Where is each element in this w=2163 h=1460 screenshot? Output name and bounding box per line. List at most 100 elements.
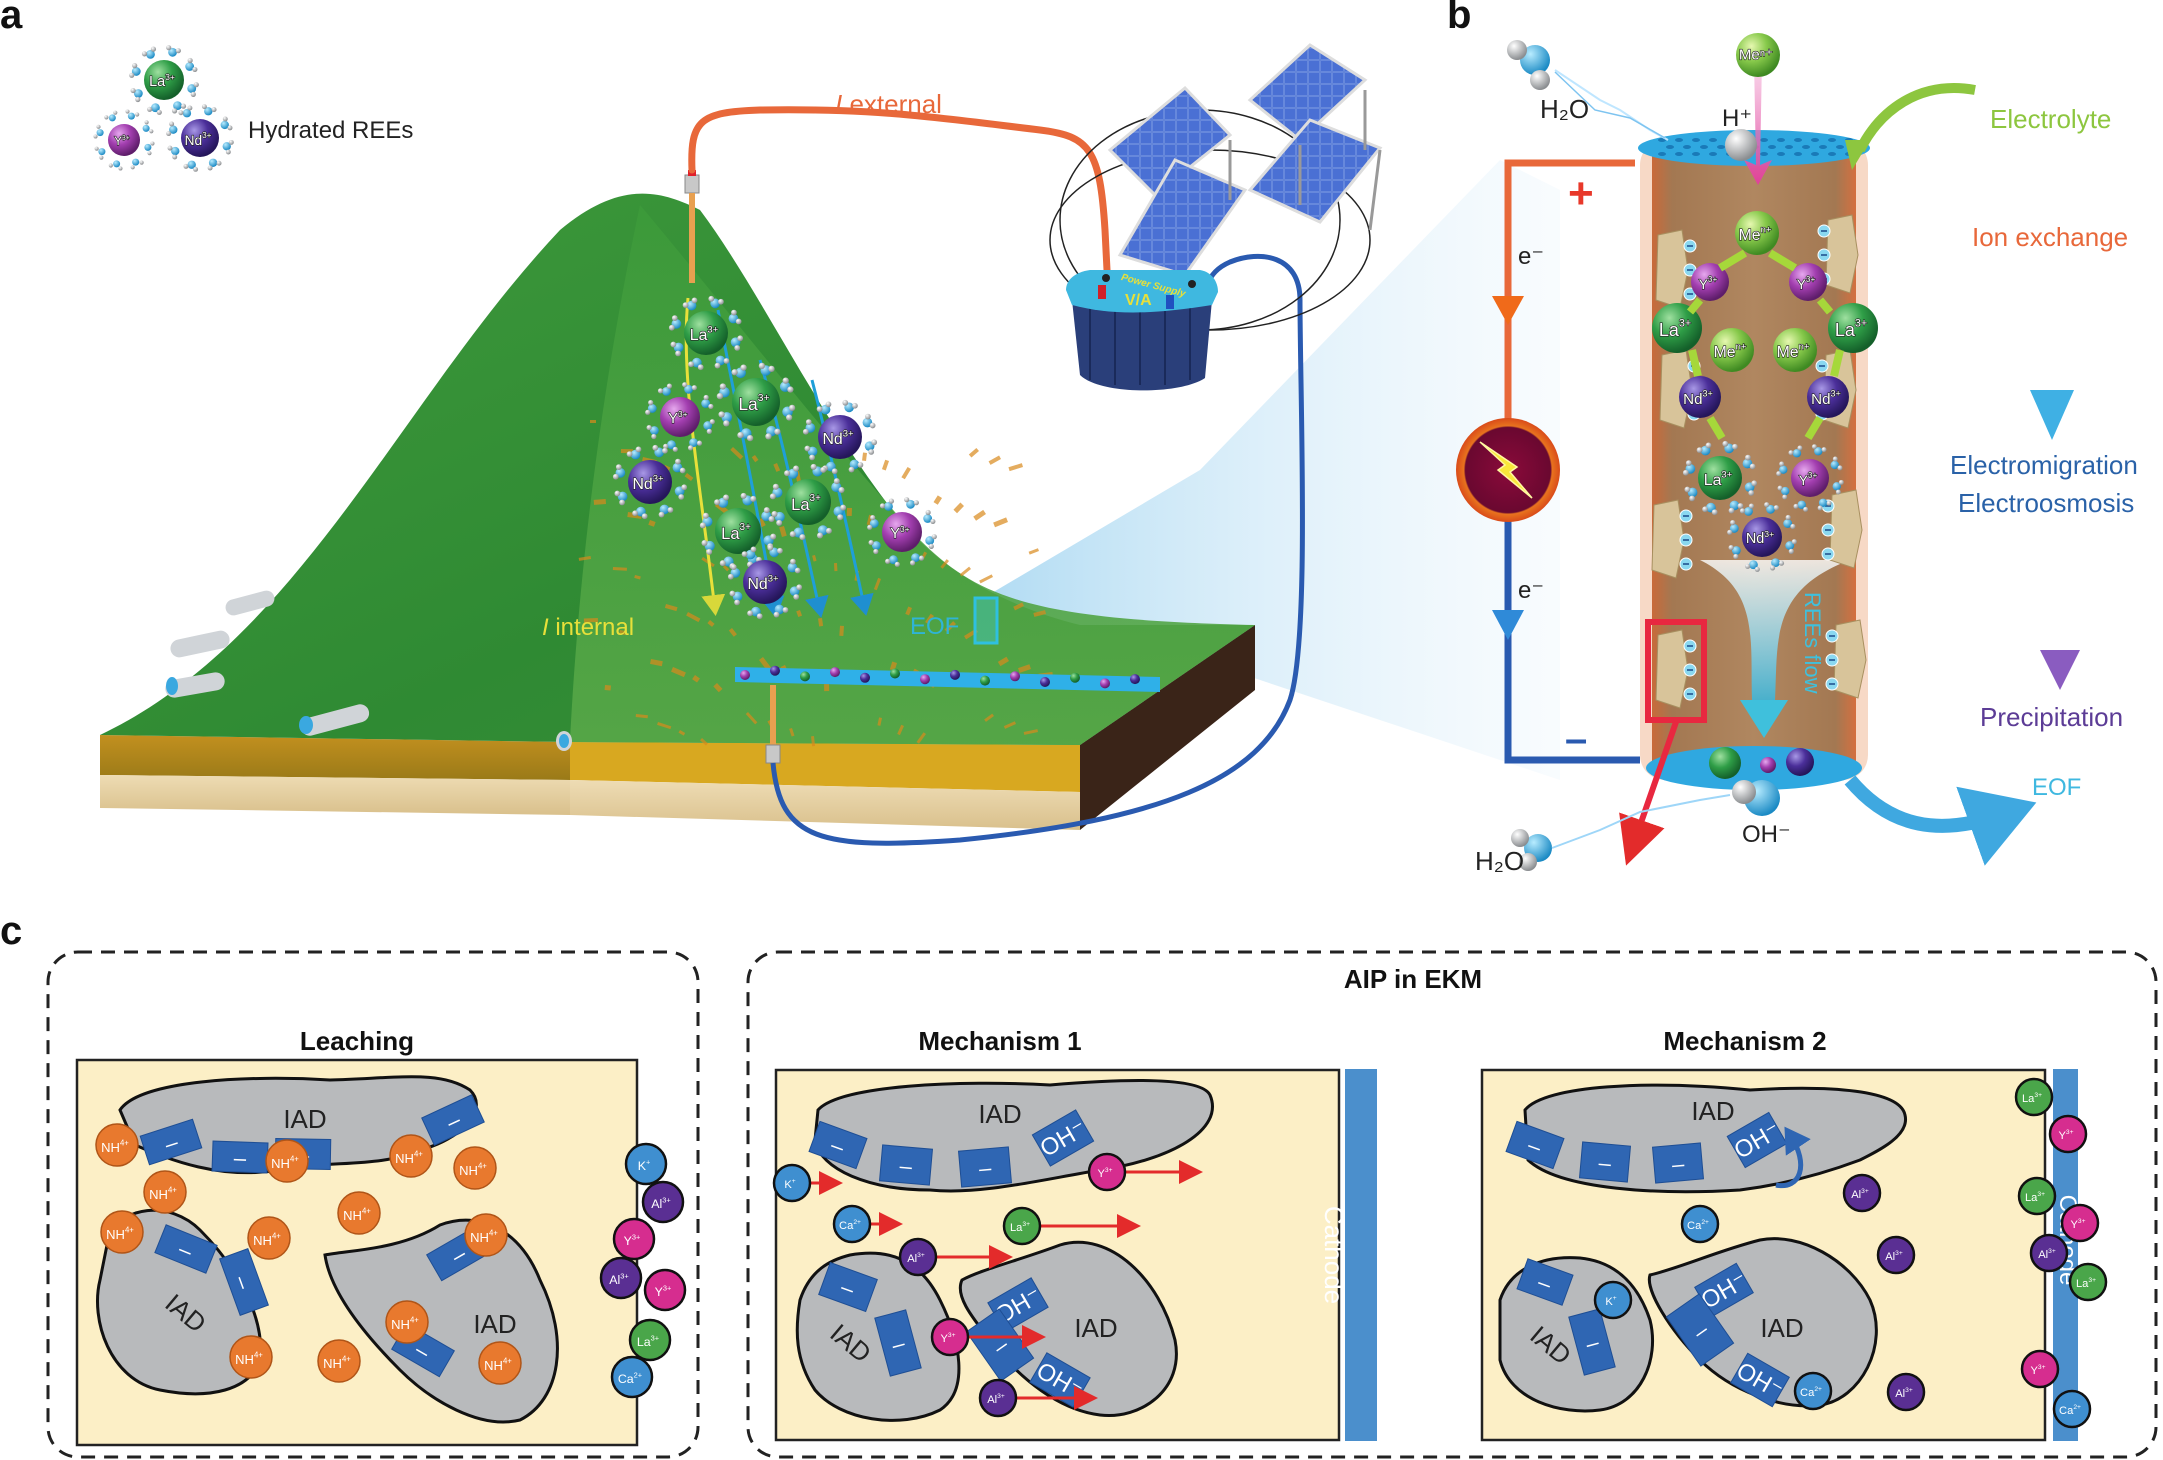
plate-hole — [1828, 138, 1836, 142]
negative-charge-icon — [1815, 359, 1829, 373]
ion-label: Nd3+ — [822, 428, 854, 448]
negative-charge-icon — [1683, 687, 1697, 701]
power-supply[interactable]: Power Supply V/A — [1066, 270, 1218, 391]
speckle — [650, 659, 663, 667]
water-hydrogen — [1730, 520, 1736, 526]
hydrated-ion-la: La3+ — [1682, 440, 1758, 516]
water-hydrogen — [737, 335, 744, 342]
water-hydrogen — [708, 295, 715, 302]
electron-label-top: e⁻ — [1518, 243, 1544, 270]
water-hydrogen — [619, 499, 625, 506]
water-hydrogen — [1837, 465, 1843, 471]
water-oxygen — [662, 386, 671, 396]
negative-charge-icon — [1679, 557, 1693, 571]
ion-sphere — [732, 378, 780, 426]
negative-terminal — [1166, 295, 1174, 309]
ion-label: NH4+ — [470, 1228, 498, 1245]
ion-label: NH4+ — [343, 1206, 371, 1223]
negative-site: – — [957, 1146, 1013, 1188]
precipitates — [1709, 747, 1814, 779]
water-hydrogen — [1728, 507, 1735, 514]
hydrated-ion-y: Y3+ — [867, 497, 937, 567]
negative-charge-icon — [1683, 639, 1697, 653]
eof-label-b: EOF — [2032, 774, 2081, 801]
channel-ion-dot — [1040, 677, 1050, 687]
ion-al: Al3+ — [978, 1378, 1018, 1418]
water-hydrogen — [178, 110, 184, 116]
ion-nh: NH4+ — [143, 1170, 187, 1214]
internal-current-label: I internal — [542, 614, 634, 641]
speckle — [635, 714, 648, 719]
water-hydrogen — [848, 466, 855, 473]
ion-nh: NH4+ — [453, 1146, 497, 1190]
water-oxygen — [1729, 524, 1739, 533]
water-hydrogen — [175, 48, 181, 54]
hydrated-ion-la: La3+ — [1652, 303, 1702, 353]
water-hydrogen — [925, 509, 931, 516]
site-label: – — [978, 1155, 993, 1181]
ion-y: Y3+ — [643, 1268, 687, 1312]
water-hydrogen — [868, 539, 874, 546]
ion-label: Nd3+ — [185, 131, 212, 148]
channel-ion-dot — [1070, 672, 1080, 683]
pipe-icon — [556, 731, 572, 751]
lightning-bolt-icon — [1479, 441, 1533, 499]
speckle — [657, 722, 672, 730]
water-hydrogen — [782, 607, 789, 613]
speckle — [897, 724, 905, 736]
hydrated-ion-nd: Nd3+ — [1679, 376, 1721, 418]
rock — [1651, 499, 1685, 579]
water-oxygen — [144, 143, 152, 151]
water-hydrogen — [227, 125, 233, 131]
speckle — [901, 466, 911, 480]
ion-sphere — [1679, 376, 1721, 418]
ion-label: La3+ — [149, 72, 175, 90]
speckle — [993, 517, 1009, 528]
water-hydrogen — [1748, 503, 1755, 509]
water-oxygen — [1744, 506, 1753, 516]
plate-hole — [1700, 145, 1708, 149]
water-oxygen — [185, 62, 195, 71]
negative-charge-icon — [1679, 509, 1693, 523]
ion-k: K+ — [1593, 1280, 1633, 1320]
water-hydrogen — [150, 141, 155, 146]
hydrated-ion-nd: Nd3+ — [727, 544, 803, 620]
water-hydrogen — [809, 454, 815, 461]
water-hydrogen — [799, 534, 806, 541]
speckle — [1028, 548, 1039, 555]
speckle — [713, 683, 723, 693]
ion-al: Al3+ — [641, 1180, 685, 1224]
negative-charge-icon — [1821, 523, 1835, 537]
ion-y: Y3+ — [930, 1317, 970, 1357]
plate-hole — [1666, 145, 1674, 149]
water-hydrogen — [1745, 454, 1751, 461]
water-hydrogen — [113, 110, 118, 115]
ion-sphere — [785, 479, 831, 525]
water-hydrogen — [192, 66, 198, 73]
water-hydrogen — [731, 309, 737, 316]
anode-plus-sign: + — [1568, 169, 1594, 218]
water-hydrogen — [129, 72, 135, 78]
water-hydrogen — [228, 139, 234, 145]
water-hydrogen — [716, 392, 724, 400]
sand-layer-left — [100, 775, 570, 815]
negative-charge-icon — [1825, 677, 1839, 691]
ion-sphere — [1652, 303, 1702, 353]
water-oxygen — [1797, 500, 1806, 509]
water-hydrogen — [1838, 479, 1844, 485]
complexation-arrow — [1775, 1126, 1811, 1189]
speckle — [988, 455, 1002, 465]
circuit-wire-negative — [1504, 510, 1640, 764]
water-hydrogen — [734, 599, 740, 606]
ion-exchange-label: Ion exchange — [1972, 222, 2128, 252]
plate-hole — [1777, 152, 1785, 156]
negative-site: – — [874, 1309, 922, 1377]
panel-b: b e⁻ e⁻ + – REEs flow Men+Y3+Y3+La3+Men+… — [1447, 0, 2138, 876]
water-oxygen — [182, 109, 192, 118]
water-hydrogen — [668, 324, 675, 331]
speckle — [759, 657, 772, 672]
speckle — [944, 621, 957, 633]
exchange-arrow — [1688, 349, 1702, 377]
speckle — [862, 452, 867, 461]
ion-label: Al3+ — [987, 1393, 1005, 1406]
